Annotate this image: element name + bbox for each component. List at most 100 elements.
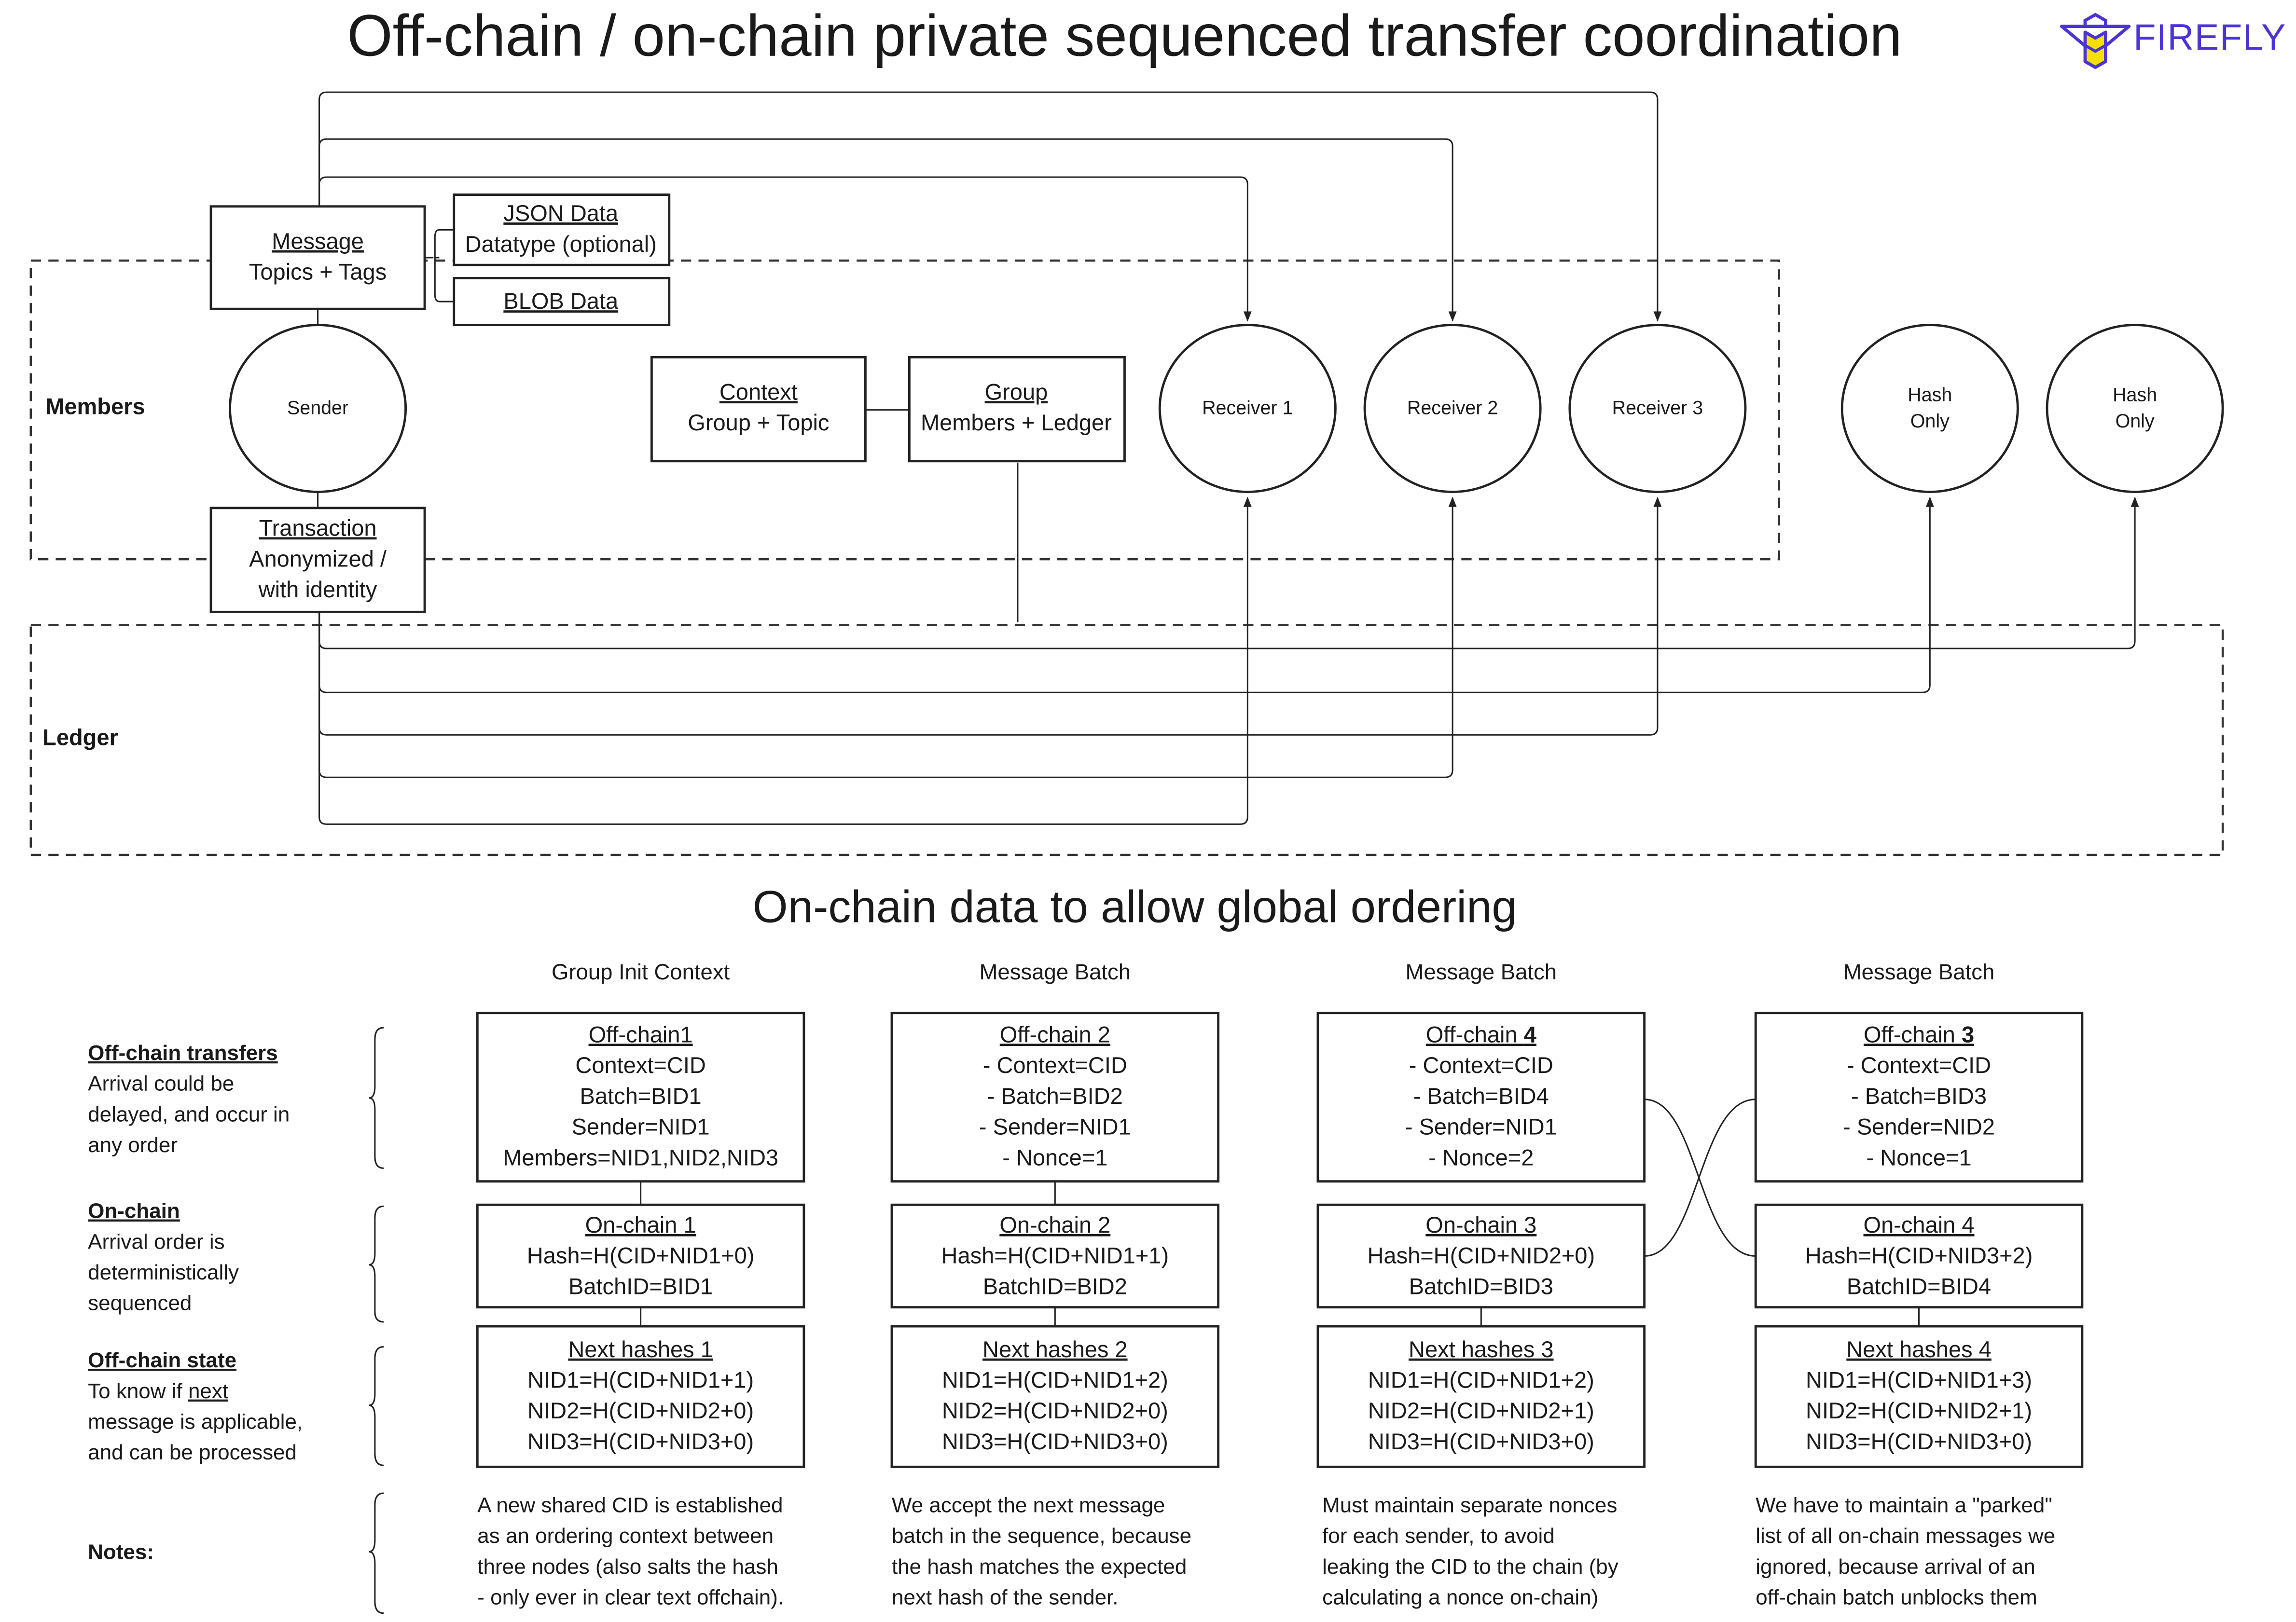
- next-hash-entry: NID2=H(CID+NID2+0): [527, 1398, 754, 1423]
- row-label-line: sequenced: [88, 1292, 192, 1315]
- note-line: off-chain batch unblocks them: [1756, 1586, 2037, 1609]
- offchain-field: - Sender=NID1: [1405, 1114, 1557, 1140]
- offchain-title-number: 4: [1524, 1021, 1536, 1047]
- row-label-title: On-chain: [88, 1199, 180, 1223]
- group-title: Group: [985, 379, 1048, 404]
- offchain-field: - Context=CID: [1409, 1052, 1553, 1078]
- row-label-line: Arrival could be: [88, 1072, 234, 1096]
- transaction-line1: Anonymized /: [249, 546, 387, 571]
- row-label-line: any order: [88, 1133, 178, 1157]
- row-label-onchain: On-chain Arrival order is deterministica…: [88, 1199, 239, 1315]
- ordering-columns: Group Init ContextOff-chain1Context=CIDB…: [476, 960, 2084, 1609]
- column-heading: Group Init Context: [552, 960, 730, 984]
- note-line: batch in the sequence, because: [892, 1524, 1191, 1548]
- row-label-title: Off-chain state: [88, 1348, 236, 1372]
- note-line: next hash of the sender.: [892, 1586, 1119, 1609]
- message-to-receiver-connectors: [318, 91, 1662, 322]
- note-line: ignored, because arrival of an: [1756, 1555, 2035, 1579]
- message-title: Message: [272, 228, 364, 254]
- next-hashes-box: Next hashes 4NID1=H(CID+NID1+3)NID2=H(CI…: [1754, 1325, 2084, 1468]
- onchain-box: On-chain 3 Hash=H(CID+NID2+0) BatchID=BID3: [1316, 1203, 1646, 1309]
- offchain-field: - Context=CID: [1847, 1052, 1991, 1078]
- onchain-field: BatchID=BID3: [1409, 1273, 1553, 1299]
- note-line: A new shared CID is established: [477, 1493, 783, 1517]
- note-line: three nodes (also salts the hash: [477, 1555, 778, 1579]
- next-hash-entry: NID3=H(CID+NID3+0): [1806, 1429, 2032, 1454]
- swap-connectors: [1644, 1099, 1756, 1257]
- next-hash-entry: NID3=H(CID+NID3+0): [942, 1429, 1168, 1454]
- column-heading: Message Batch: [1843, 960, 1995, 984]
- onchain-field: Hash=H(CID+NID3+2): [1805, 1243, 2033, 1268]
- next-hash-entry: NID1=H(CID+NID1+2): [942, 1367, 1168, 1393]
- next-hash-entry: NID3=H(CID+NID3+0): [1368, 1429, 1594, 1454]
- sender-label: Sender: [287, 398, 348, 419]
- offchain-field: - Batch=BID2: [987, 1083, 1123, 1109]
- onchain-title: On-chain 4: [1864, 1212, 1975, 1237]
- next-hashes-title: Next hashes 3: [1409, 1336, 1554, 1362]
- receiver-label: Receiver 1: [1202, 398, 1293, 419]
- members-region: [29, 259, 1781, 561]
- message-box: Message Topics + Tags: [209, 205, 426, 310]
- onchain-field: Hash=H(CID+NID2+0): [1367, 1243, 1595, 1268]
- hash-only-line1: Hash: [2113, 384, 2157, 405]
- json-data-subtitle: Datatype (optional): [465, 231, 657, 257]
- offchain-title-text: Off-chain: [1426, 1021, 1524, 1047]
- offchain-title: Off-chain 2: [1000, 1021, 1110, 1047]
- offchain-field: Batch=BID1: [580, 1083, 702, 1109]
- firefly-logo: FIREFLY: [2060, 13, 2286, 69]
- onchain-title: On-chain 3: [1425, 1212, 1536, 1237]
- data-bracket: [425, 229, 454, 302]
- row-label-pre: To know if: [88, 1379, 188, 1403]
- hash-only-node: Hash Only: [1840, 324, 2019, 493]
- column-note: A new shared CID is established as an ord…: [477, 1493, 784, 1609]
- brace-icon: [369, 1492, 384, 1614]
- row-label-line: delayed, and occur in: [88, 1102, 290, 1126]
- offchain-field: Sender=NID1: [572, 1114, 710, 1140]
- offchain-title-text: Off-chain 2: [1000, 1021, 1110, 1047]
- next-hash-entry: NID1=H(CID+NID1+1): [527, 1367, 754, 1393]
- next-hashes-box: Next hashes 3 NID1=H(CID+NID1+2) NID2=H(CI…: [1316, 1325, 1646, 1468]
- note-line: calculating a nonce on-chain): [1322, 1586, 1598, 1609]
- context-title: Context: [719, 379, 798, 404]
- section-subtitle: On-chain data to allow global ordering: [753, 881, 1517, 932]
- offchain-title: Off-chain 4: [1426, 1021, 1536, 1047]
- offchain-title-text: Off-chain: [1864, 1021, 1962, 1047]
- transaction-line2: with identity: [258, 577, 377, 602]
- note-line: as an ordering context between: [477, 1524, 774, 1548]
- json-data-box: JSON Data Datatype (optional): [453, 193, 671, 266]
- onchain-field: BatchID=BID4: [1847, 1273, 1991, 1299]
- onchain-title: On-chain 1: [585, 1212, 696, 1237]
- offchain-field: Members=NID1,NID2,NID3: [503, 1144, 778, 1170]
- onchain-title: On-chain 2: [999, 1212, 1110, 1237]
- offchain-box: Off-chain 2 - Context=CID - Batch=BID2 - Se…: [890, 1012, 1220, 1183]
- receiver-label: Receiver 2: [1407, 398, 1498, 419]
- braces: [369, 1027, 384, 1614]
- connector-receiver-3-ledger: [318, 496, 1662, 736]
- note-line: leaking the CID to the chain (by: [1322, 1555, 1618, 1579]
- hash-only-line2: Only: [1910, 411, 1950, 432]
- firefly-bee-icon: [2060, 13, 2131, 69]
- receiver-label: Receiver 3: [1612, 398, 1703, 419]
- offchain-field: - Context=CID: [983, 1052, 1127, 1078]
- offchain-field: - Sender=NID1: [979, 1114, 1131, 1140]
- context-subtitle: Group + Topic: [688, 410, 829, 435]
- hash-only-line2: Only: [2116, 411, 2155, 432]
- offchain-field: - Nonce=1: [1002, 1144, 1107, 1170]
- message-subtitle: Topics + Tags: [249, 259, 387, 285]
- page-title: Off-chain / on-chain private sequenced t…: [347, 2, 1902, 68]
- transaction-title: Transaction: [259, 515, 377, 541]
- next-hash-entry: NID1=H(CID+NID1+2): [1368, 1367, 1594, 1393]
- row-label-line: deterministically: [88, 1261, 239, 1284]
- note-line: - only ever in clear text offchain).: [477, 1586, 784, 1609]
- logo-text: FIREFLY: [2133, 17, 2286, 58]
- connector-offchain4-onchain4: [1644, 1099, 1756, 1257]
- members-label: Members: [45, 394, 145, 419]
- hash-only-line1: Hash: [1908, 384, 1952, 405]
- next-hash-entry: NID2=H(CID+NID2+1): [1368, 1398, 1594, 1423]
- connector-onchain3-offchain3: [1644, 1099, 1756, 1257]
- offchain-field: - Batch=BID3: [1851, 1083, 1987, 1109]
